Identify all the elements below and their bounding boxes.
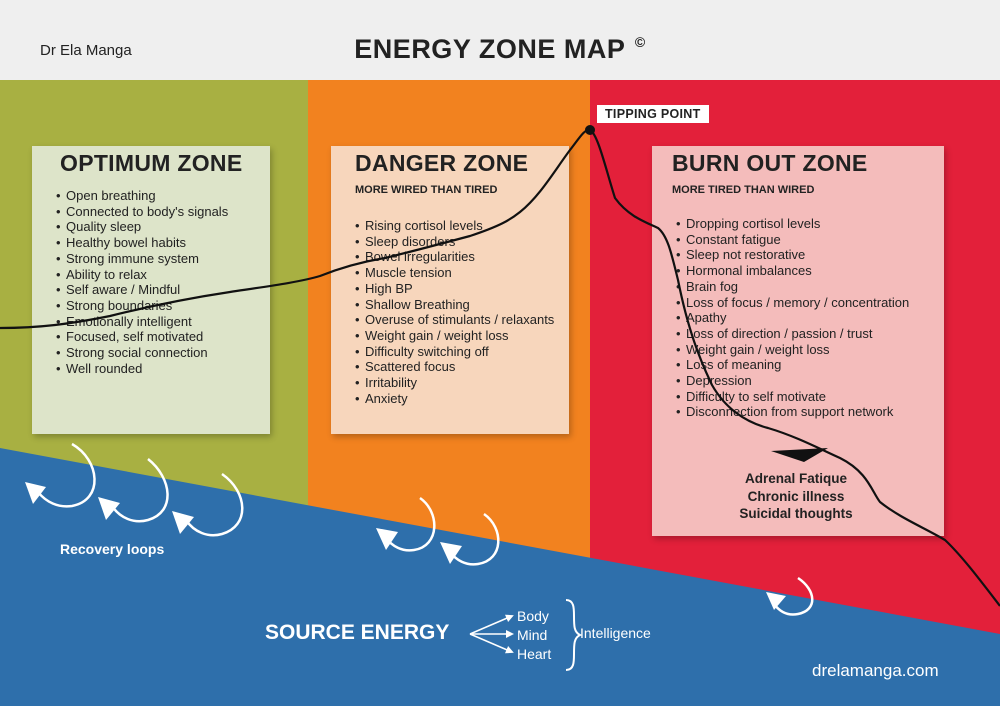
- list-item: Irritability: [355, 375, 554, 391]
- burnout-outcomes: Adrenal Fatique Chronic illness Suicidal…: [716, 470, 876, 523]
- recovery-loop-icon: [773, 576, 814, 616]
- list-item: Weight gain / weight loss: [355, 328, 554, 344]
- outcome-text: Chronic illness: [747, 488, 845, 504]
- danger-zone-subtitle: MORE WIRED THAN TIRED: [355, 184, 498, 196]
- recovery-loop-arrowhead: [98, 497, 120, 520]
- list-item: Muscle tension: [355, 265, 554, 281]
- outcome-text: Suicidal thoughts: [739, 506, 853, 521]
- list-item: Rising cortisol levels: [355, 218, 554, 234]
- header-bar: [0, 0, 1000, 80]
- outcome-text: Adrenal Fatique: [744, 471, 847, 486]
- burnout-zone-title: BURN OUT ZONE: [672, 150, 868, 176]
- recovery-loop-icon: [110, 458, 169, 523]
- list-item: Strong social connection: [56, 345, 228, 361]
- list-item: Self aware / Mindful: [56, 282, 228, 298]
- list-item: Ability to relax: [56, 267, 228, 283]
- branch-body: Body: [517, 608, 549, 624]
- list-item: Healthy bowel habits: [56, 235, 228, 251]
- branch-heart: Heart: [517, 646, 552, 662]
- danger-zone-list: Rising cortisol levels Sleep disorders B…: [355, 218, 554, 406]
- website-link[interactable]: drelamanga.com: [812, 661, 939, 680]
- recovery-loop-icon: [449, 512, 500, 566]
- recovery-loop-icon: [184, 472, 244, 537]
- danger-zone-title: DANGER ZONE: [355, 150, 529, 176]
- optimum-zone-card: OPTIMUM ZONE Open breathing Connected to…: [32, 146, 270, 434]
- recovery-loop-arrowhead: [25, 482, 46, 504]
- list-item: Connected to body's signals: [56, 204, 228, 220]
- list-item: Apathy: [676, 310, 909, 326]
- tipping-point-dot: [585, 125, 595, 135]
- energy-curve: [0, 128, 1000, 607]
- title-text: ENERGY ZONE MAP: [354, 34, 625, 64]
- list-item: Anxiety: [355, 391, 554, 407]
- branch-arrow-body: [469, 614, 514, 635]
- branch-mind: Mind: [517, 627, 548, 643]
- branch-arrow-heart: [469, 633, 514, 654]
- list-item: Focused, self motivated: [56, 329, 228, 345]
- danger-zone-card: DANGER ZONE MORE WIRED THAN TIRED Rising…: [331, 146, 569, 434]
- recovery-loop-arrowhead: [440, 542, 462, 564]
- list-item: Weight gain / weight loss: [676, 342, 909, 358]
- recovery-loop-icon: [385, 496, 436, 552]
- list-item: Open breathing: [56, 188, 228, 204]
- list-item: Strong immune system: [56, 251, 228, 267]
- list-item: Depression: [676, 373, 909, 389]
- downward-arrowhead: [771, 448, 828, 462]
- tipping-point-label: TIPPING POINT: [597, 105, 709, 123]
- burnout-zone-card: BURN OUT ZONE MORE TIRED THAN WIRED Drop…: [652, 146, 944, 536]
- list-item: Loss of meaning: [676, 357, 909, 373]
- burnout-zone-subtitle: MORE TIRED THAN WIRED: [672, 184, 815, 196]
- brace-icon: [565, 599, 583, 671]
- list-item: Bowel irregularities: [355, 249, 554, 265]
- list-item: Loss of focus / memory / concentration: [676, 295, 909, 311]
- source-energy-region: [0, 448, 1000, 706]
- list-item: Disconnection from support network: [676, 404, 909, 420]
- list-item: Loss of direction / passion / trust: [676, 326, 909, 342]
- optimum-zone-list: Open breathing Connected to body's signa…: [56, 188, 228, 376]
- recovery-loops-label: Recovery loops: [60, 541, 165, 557]
- recovery-loop-arrowhead: [766, 592, 786, 610]
- intelligence-label: Intelligence: [580, 625, 651, 641]
- list-item: High BP: [355, 281, 554, 297]
- list-item: Brain fog: [676, 279, 909, 295]
- author-name: Dr Ela Manga: [40, 42, 132, 59]
- optimum-zone-title: OPTIMUM ZONE: [60, 150, 243, 176]
- recovery-loop-arrowhead: [376, 528, 398, 550]
- recovery-loop-icon: [37, 442, 96, 508]
- recovery-loop-arrowhead: [172, 511, 194, 534]
- list-item: Difficulty switching off: [355, 344, 554, 360]
- list-item: Strong boundaries: [56, 298, 228, 314]
- list-item: Dropping cortisol levels: [676, 216, 909, 232]
- copyright-mark: ©: [634, 34, 646, 50]
- list-item: Scattered focus: [355, 359, 554, 375]
- list-item: Sleep not restorative: [676, 247, 909, 263]
- page-title: ENERGY ZONE MAP ©: [0, 34, 1000, 65]
- list-item: Overuse of stimulants / relaxants: [355, 312, 554, 328]
- list-item: Hormonal imbalances: [676, 263, 909, 279]
- burnout-zone-list: Dropping cortisol levels Constant fatigu…: [676, 216, 909, 420]
- source-energy-label: SOURCE ENERGY: [265, 621, 450, 644]
- list-item: Well rounded: [56, 361, 228, 377]
- list-item: Quality sleep: [56, 219, 228, 235]
- list-item: Shallow Breathing: [355, 297, 554, 313]
- list-item: Constant fatigue: [676, 232, 909, 248]
